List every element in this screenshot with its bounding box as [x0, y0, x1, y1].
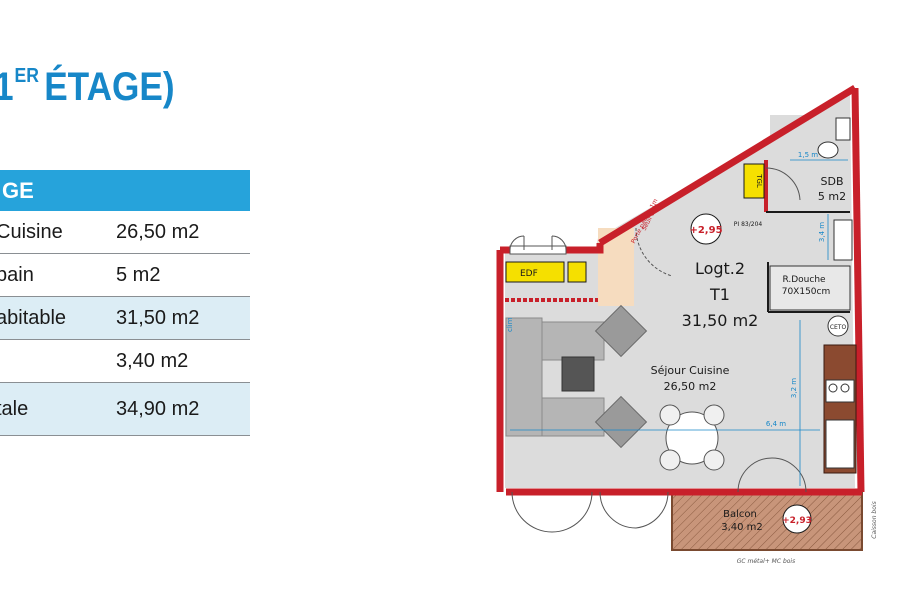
- sdb-door: [765, 167, 801, 201]
- clim-label: clim: [506, 317, 514, 332]
- row-value: 34,90 m2: [116, 398, 200, 420]
- kitchen: [823, 344, 857, 474]
- table-row: Cuisine 26,50 m2: [0, 211, 250, 254]
- pi-label: PI 83/204: [734, 221, 763, 228]
- edf-cabinet: [505, 261, 565, 283]
- balcony-doors: [511, 457, 807, 533]
- dim-6-4: 6,4 m: [766, 420, 786, 428]
- page-heading: 1ERÉTAGE): [0, 66, 175, 107]
- dim-3-2: 3,2 m: [790, 378, 798, 398]
- caisson-note: Caisson bois: [871, 501, 878, 538]
- floor-number: 1: [0, 65, 14, 109]
- row-label: abitable: [0, 307, 67, 329]
- sdb-name: SDB: [821, 175, 844, 188]
- row-value: 3,40 m2: [116, 350, 189, 372]
- row-label: bain: [0, 264, 34, 286]
- height-main-text: +2,95: [689, 225, 722, 236]
- coffee-table: [561, 356, 595, 392]
- sejour-area: 26,50 m2: [664, 380, 717, 393]
- douche-name: R.Douche: [782, 275, 826, 285]
- unit-area: 31,50 m2: [682, 311, 759, 330]
- bathroom-fixtures: [769, 117, 853, 337]
- dim-3-4: 3,4 m: [818, 222, 826, 242]
- tgl-cabinet: [743, 163, 765, 199]
- height-badge-balcon: [782, 504, 812, 534]
- floor-suffix: ER: [14, 65, 39, 87]
- table-row: 3,40 m2: [0, 340, 250, 383]
- balcon-name: Balcon: [723, 509, 757, 520]
- surface-table: GE Cuisine 26,50 m2 bain 5 m2 abitable 3…: [0, 170, 250, 436]
- unit-type: T1: [709, 285, 730, 304]
- entry-door: [635, 227, 673, 277]
- height-badge-main: [690, 213, 722, 245]
- row-value: 31,50 m2: [116, 307, 200, 329]
- table-row: tale 34,90 m2: [0, 383, 250, 436]
- dim-1-5: 1,5 m: [798, 151, 818, 159]
- sejour-name: Séjour Cuisine: [651, 364, 730, 377]
- unit-title: Logt.2: [695, 259, 745, 278]
- inner-walls: [505, 160, 850, 313]
- dining-set: [659, 404, 725, 471]
- table-row: bain 5 m2: [0, 254, 250, 297]
- armchairs: [594, 304, 648, 449]
- balcony: [671, 491, 863, 551]
- row-value: 5 m2: [116, 264, 161, 286]
- tgl-label: TGL: [755, 173, 763, 188]
- edf-label: EDF: [520, 269, 538, 279]
- table-header: GE: [0, 170, 250, 211]
- ceto-label: CETO: [830, 324, 847, 331]
- height-balcon-text: +2,93: [782, 516, 812, 526]
- balcon-area: 3,40 m2: [721, 522, 763, 533]
- row-label: Cuisine: [0, 221, 63, 243]
- heading-text: ÉTAGE): [44, 65, 175, 109]
- douche-size: 70X150cm: [782, 287, 831, 297]
- dimension-lines: [510, 159, 848, 486]
- sdb-area: 5 m2: [818, 190, 846, 203]
- garde-corps-note: GC métal+ MC bois: [737, 558, 795, 565]
- row-value: 26,50 m2: [116, 221, 200, 243]
- table-row: abitable 31,50 m2: [0, 297, 250, 340]
- electric-panel: [567, 261, 587, 283]
- walls: [496, 85, 865, 496]
- windows-top: [509, 235, 567, 255]
- row-label: tale: [0, 398, 29, 420]
